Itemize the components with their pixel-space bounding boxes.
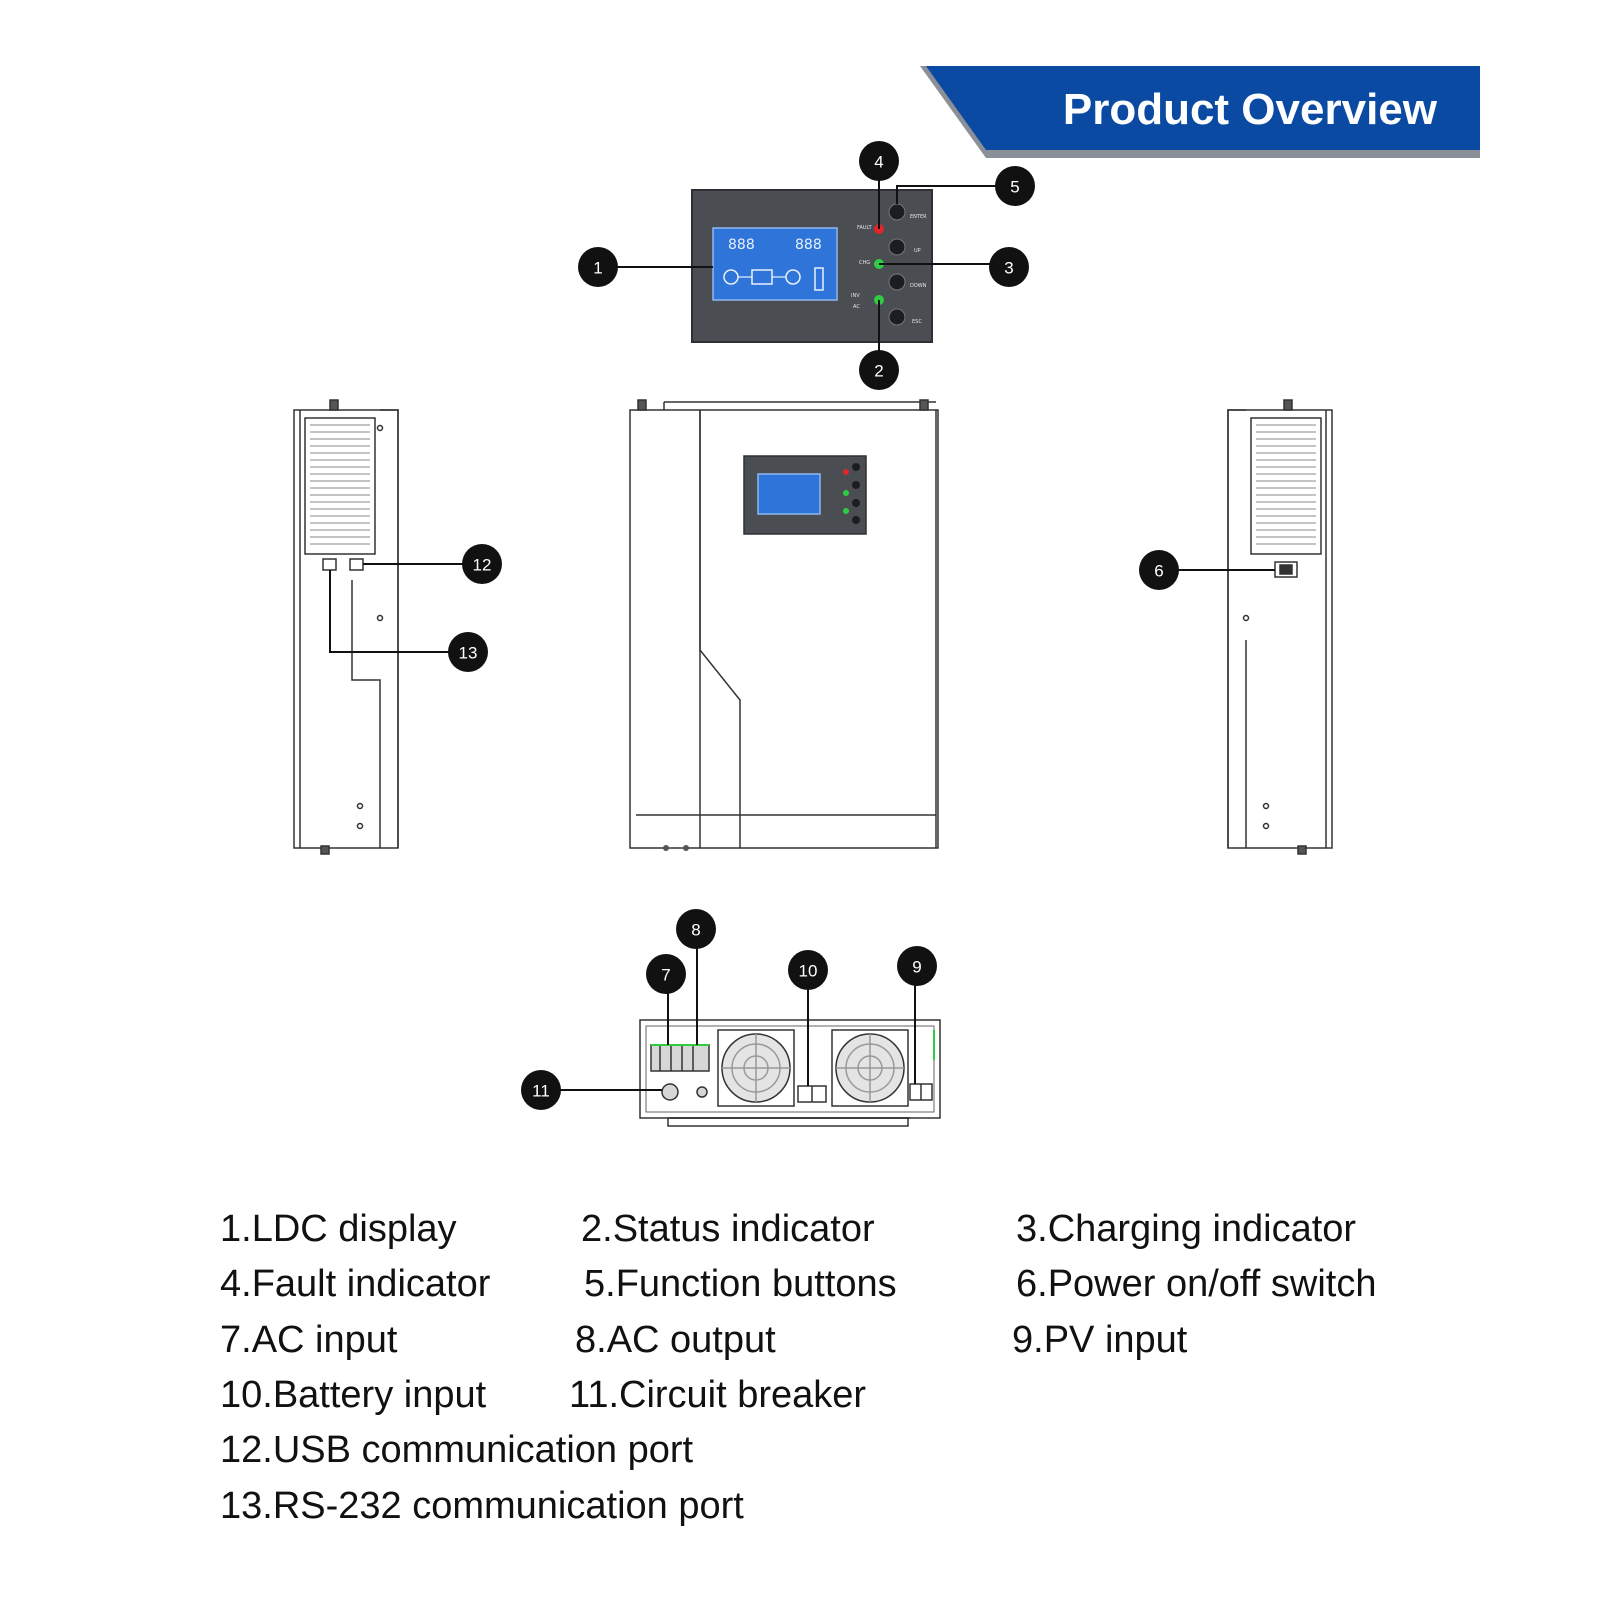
- callout-13: 13: [448, 632, 488, 672]
- svg-text:4: 4: [874, 153, 883, 172]
- inverter-front-view: [629, 399, 939, 851]
- svg-text:5: 5: [1010, 178, 1019, 197]
- callout-9: 9: [897, 946, 937, 986]
- enter-label: ENTER: [910, 214, 927, 220]
- page-title: Product Overview: [1063, 85, 1438, 134]
- callout-6: 6: [1139, 550, 1179, 590]
- callout-5: 5: [995, 166, 1035, 206]
- up-button[interactable]: [888, 238, 906, 256]
- svg-text:8: 8: [691, 921, 700, 940]
- left-vent-frame: [304, 417, 376, 555]
- front-lcd-mini: [757, 473, 821, 515]
- esc-label: ESC: [912, 319, 922, 325]
- lcd-display: 888 888: [712, 227, 838, 301]
- svg-text:2: 2: [874, 362, 883, 381]
- inverter-bottom-view: [639, 1019, 941, 1127]
- svg-text:12: 12: [473, 556, 492, 575]
- lcd-readout-left: 888: [728, 237, 755, 253]
- lcd-screen: [712, 227, 838, 301]
- header-banner: Product Overview: [920, 66, 1480, 158]
- inv-label: INV: [851, 293, 860, 299]
- svg-text:10: 10: [799, 962, 818, 981]
- leader-13: [329, 570, 452, 653]
- callout-1: 1: [578, 247, 618, 287]
- usb-port: [349, 558, 364, 571]
- esc-button[interactable]: [888, 308, 906, 326]
- callout-8: 8: [676, 909, 716, 949]
- callout-12: 12: [462, 544, 502, 584]
- circuit-breaker[interactable]: [661, 1083, 679, 1101]
- fan-left: [717, 1029, 795, 1107]
- callout-4: 4: [859, 141, 899, 181]
- svg-text:3: 3: [1004, 259, 1013, 278]
- fault-label: FAULT: [857, 225, 873, 231]
- svg-text:9: 9: [912, 958, 921, 977]
- chg-label: CHG: [859, 260, 870, 266]
- left-vent-grille: [310, 424, 370, 545]
- callout-2: 2: [859, 350, 899, 390]
- svg-text:1: 1: [593, 259, 602, 278]
- callout-3: 3: [989, 247, 1029, 287]
- inverter-left-side-view: [293, 399, 399, 855]
- ac-label: AC: [853, 304, 860, 310]
- down-label: DOWN: [910, 283, 927, 289]
- enter-button[interactable]: [888, 203, 906, 221]
- banner-fill: [926, 66, 1480, 150]
- svg-text:13: 13: [459, 644, 478, 663]
- fan-right: [831, 1029, 909, 1107]
- lcd-battery-icon: [814, 267, 824, 291]
- rs232-port: [322, 558, 337, 571]
- svg-text:11: 11: [532, 1082, 550, 1101]
- up-label: UP: [914, 248, 921, 254]
- control-panel-zoom: 888 888 FAULT CHG INV AC ENTER UP DOWN E…: [691, 189, 933, 343]
- lcd-readout-right: 888: [795, 237, 822, 253]
- right-vent-frame: [1250, 417, 1322, 555]
- callouts: 1 2 3 4 5 6 7 8 9 10 11 12 13: [448, 141, 1179, 1110]
- svg-text:7: 7: [661, 966, 670, 985]
- inverter-right-side-view: [1227, 399, 1333, 855]
- callout-11: 11: [521, 1070, 561, 1110]
- callout-7: 7: [646, 954, 686, 994]
- callout-10: 10: [788, 950, 828, 990]
- ac-terminals: [650, 1044, 710, 1072]
- leader-5: [896, 185, 1013, 204]
- down-button[interactable]: [888, 273, 906, 291]
- right-vent-grille: [1256, 424, 1316, 545]
- svg-text:6: 6: [1154, 562, 1163, 581]
